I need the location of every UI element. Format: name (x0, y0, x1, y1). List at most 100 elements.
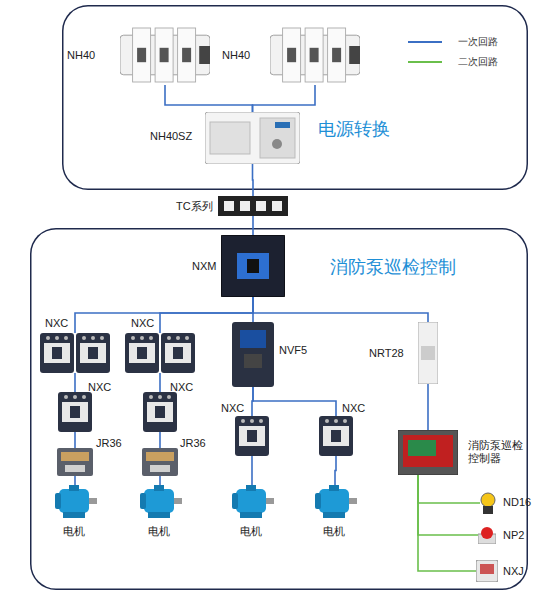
legend-text: 一次回路 (458, 36, 498, 48)
wire-connector (159, 373, 161, 392)
intermediate-relay: NXJ (476, 560, 498, 582)
wire-connector (418, 475, 476, 571)
motor: 电机 (53, 485, 97, 519)
part-label: NH40 (67, 49, 95, 62)
legend-line-sample (408, 61, 442, 63)
wire-connector (252, 164, 254, 196)
power-switch-band: 电源转换 NH40 NH40NH40SZ (62, 5, 528, 190)
part-label: JR36 (96, 437, 122, 450)
part-label: NXC (342, 402, 365, 415)
fuse-image (418, 322, 438, 384)
part-label: NP2 (503, 529, 524, 542)
part-label: NRT28 (369, 347, 404, 360)
wire-connector (160, 297, 253, 333)
contactor-image (235, 416, 269, 456)
part-label: JR36 (180, 437, 206, 450)
part-label: 电机 (63, 525, 85, 538)
part-label: NVF5 (279, 344, 307, 357)
relay-image (476, 560, 498, 582)
pilot-lamp-image (481, 493, 495, 514)
legend-text: 二次回路 (458, 56, 498, 68)
part-label: 电机 (148, 525, 170, 538)
breaker-image (120, 28, 210, 82)
contactor: NXC (235, 416, 269, 456)
band-heading: 电源转换 (318, 118, 390, 140)
contactor-image (143, 392, 177, 432)
part-label: NXC (45, 317, 68, 330)
wire-connector (427, 384, 429, 430)
wire-connector (253, 387, 336, 416)
wire-connector (418, 475, 478, 535)
wire-connector (74, 373, 76, 392)
contactor-pair: NXC (40, 333, 110, 373)
wire-connector (253, 297, 428, 322)
part-label: NXM (192, 260, 216, 273)
motor-image (315, 485, 357, 518)
mccb-image (221, 235, 285, 297)
fuse-module: NRT28 (418, 322, 438, 384)
terminal-image (218, 196, 288, 216)
motor-image (55, 485, 97, 518)
contactor-image (58, 392, 92, 432)
contactor-image (40, 333, 74, 373)
push-button-image (478, 527, 496, 544)
contactor: NXC (319, 416, 353, 456)
part-label: 电机 (240, 525, 262, 538)
contactor-image (76, 333, 110, 373)
breaker: NH40 (270, 25, 360, 85)
terminal-block: TC系列 (218, 196, 288, 216)
contactor: NXC (143, 392, 177, 432)
pilot-lamp: ND16 (480, 492, 496, 514)
push-button: NP2 (478, 526, 496, 544)
thermal-relay: JR36 (142, 448, 178, 476)
wire-connector (159, 476, 161, 485)
wire-connector (253, 85, 316, 112)
part-label: NXC (221, 402, 244, 415)
wire-connector (75, 297, 253, 333)
motor: 电机 (138, 485, 182, 519)
breaker-image (270, 28, 360, 82)
legend-line-sample (408, 41, 442, 43)
motor: 电机 (313, 485, 357, 519)
part-label: NXC (131, 317, 154, 330)
wire-connector (252, 297, 254, 322)
contactor-image (161, 333, 195, 373)
part-label: ND16 (503, 496, 531, 509)
part-label: 消防泵巡检 控制器 (468, 439, 528, 465)
transfer-switch: NH40SZ (205, 112, 300, 164)
contactor-image (319, 416, 353, 456)
contactor: NXC (58, 392, 92, 432)
wire-connector (251, 456, 253, 485)
thermal-relay-image (142, 448, 178, 476)
band-heading: 消防泵巡检控制 (330, 256, 456, 278)
wire-connector (252, 387, 253, 416)
contactor-image (125, 333, 159, 373)
motor-image (140, 485, 182, 518)
part-label: NXJ (503, 565, 524, 578)
wire-connector (165, 85, 253, 112)
wire-connector (335, 456, 336, 485)
thermal-relay: JR36 (57, 448, 93, 476)
pump-inspection-band: 消防泵巡检控制NXMNXCNXCNVF5NRT28NXCNXCNXCNXCJR3… (30, 228, 528, 590)
wire-connector (252, 216, 254, 235)
part-label: TC系列 (176, 200, 213, 213)
part-label: NH40 (222, 49, 250, 62)
part-label: NH40SZ (150, 130, 192, 143)
part-label: NXC (88, 381, 111, 394)
inverter-image (232, 322, 274, 387)
motor-image (232, 485, 274, 518)
inverter: NVF5 (232, 322, 274, 387)
thermal-relay-image (57, 448, 93, 476)
mccb: NXM (221, 235, 285, 297)
part-label: NXC (170, 381, 193, 394)
wire-connector (74, 476, 76, 485)
controller-image (398, 430, 458, 475)
wire-connector (74, 432, 76, 448)
contactor-pair: NXC (125, 333, 195, 373)
wire-connector (418, 475, 480, 503)
ats-image (205, 112, 300, 164)
breaker: NH40 (120, 25, 210, 85)
